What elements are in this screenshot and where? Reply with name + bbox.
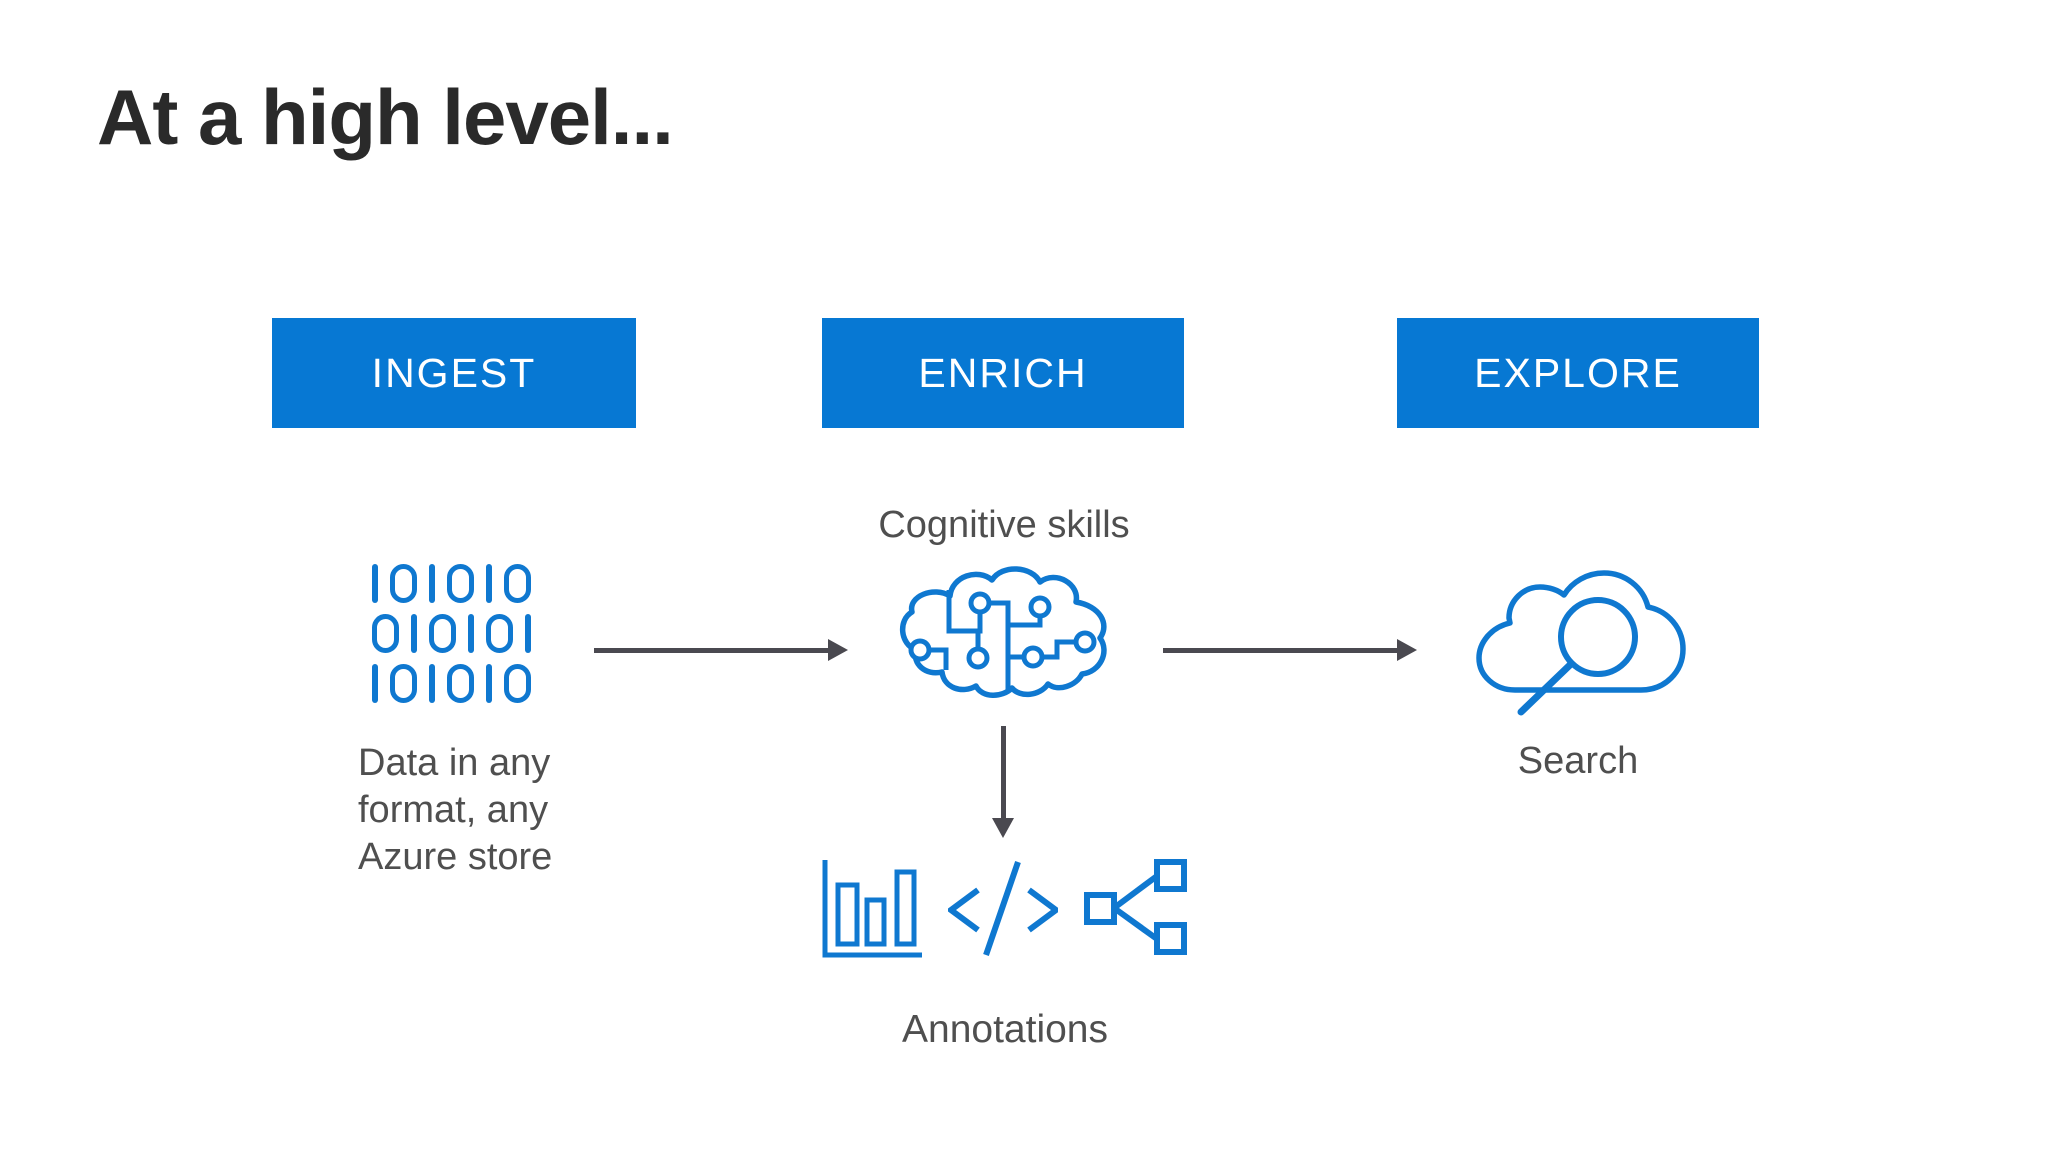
stage-label-ingest: INGEST (371, 349, 537, 396)
bit-zero (429, 614, 456, 653)
bit-one (429, 564, 435, 603)
stage-box-ingest: INGEST (272, 318, 636, 428)
bit-zero (504, 664, 531, 703)
arrow-shaft (1163, 648, 1401, 653)
share-icon (1084, 859, 1187, 955)
ingest-caption-line-2: format, any (358, 789, 549, 831)
page-title: At a high level... (97, 73, 674, 161)
arrow-head (828, 639, 848, 661)
magnifier-lens (1558, 597, 1638, 677)
arrow-shaft (594, 648, 832, 653)
bit-one (486, 664, 492, 703)
bar-chart-icon (822, 860, 922, 958)
arrow-ingest-to-enrich (594, 639, 848, 661)
brain-circuit-icon (900, 566, 1107, 698)
arrow-head (992, 818, 1014, 838)
bit-one (468, 614, 474, 653)
bit-one (411, 614, 417, 653)
bit-one (525, 614, 531, 653)
bit-one (372, 664, 378, 703)
magnifier-handle (1517, 659, 1576, 716)
ingest-caption-line-1: Data in any (358, 742, 551, 784)
annotations-label: Annotations (902, 1008, 1108, 1051)
stage-box-enrich: ENRICH (822, 318, 1184, 428)
cognitive-skills-label: Cognitive skills (878, 504, 1130, 546)
bit-one (372, 564, 378, 603)
bit-zero (372, 614, 399, 653)
bit-one (486, 564, 492, 603)
arrow-enrich-to-annotations (992, 726, 1014, 838)
bit-zero (486, 614, 513, 653)
search-label: Search (1517, 740, 1639, 782)
stage-box-explore: EXPLORE (1397, 318, 1759, 428)
bit-zero (390, 664, 417, 703)
binary-row (372, 614, 531, 653)
bit-zero (504, 564, 531, 603)
arrow-shaft (1001, 726, 1006, 822)
bit-zero (447, 664, 474, 703)
binary-data-icon (372, 564, 531, 703)
stage-label-explore: EXPLORE (1474, 349, 1682, 396)
binary-row (372, 664, 531, 703)
ingest-caption: Data in any format, any Azure store (358, 740, 552, 881)
arrow-enrich-to-explore (1163, 639, 1417, 661)
bit-one (429, 664, 435, 703)
code-icon (948, 861, 1058, 956)
bit-zero (447, 564, 474, 603)
ingest-caption-line-3: Azure store (358, 836, 553, 878)
bit-zero (390, 564, 417, 603)
stage-label-enrich: ENRICH (918, 349, 1088, 396)
search-cloud-icon (1476, 570, 1686, 716)
binary-row (372, 564, 531, 603)
arrow-head (1397, 639, 1417, 661)
